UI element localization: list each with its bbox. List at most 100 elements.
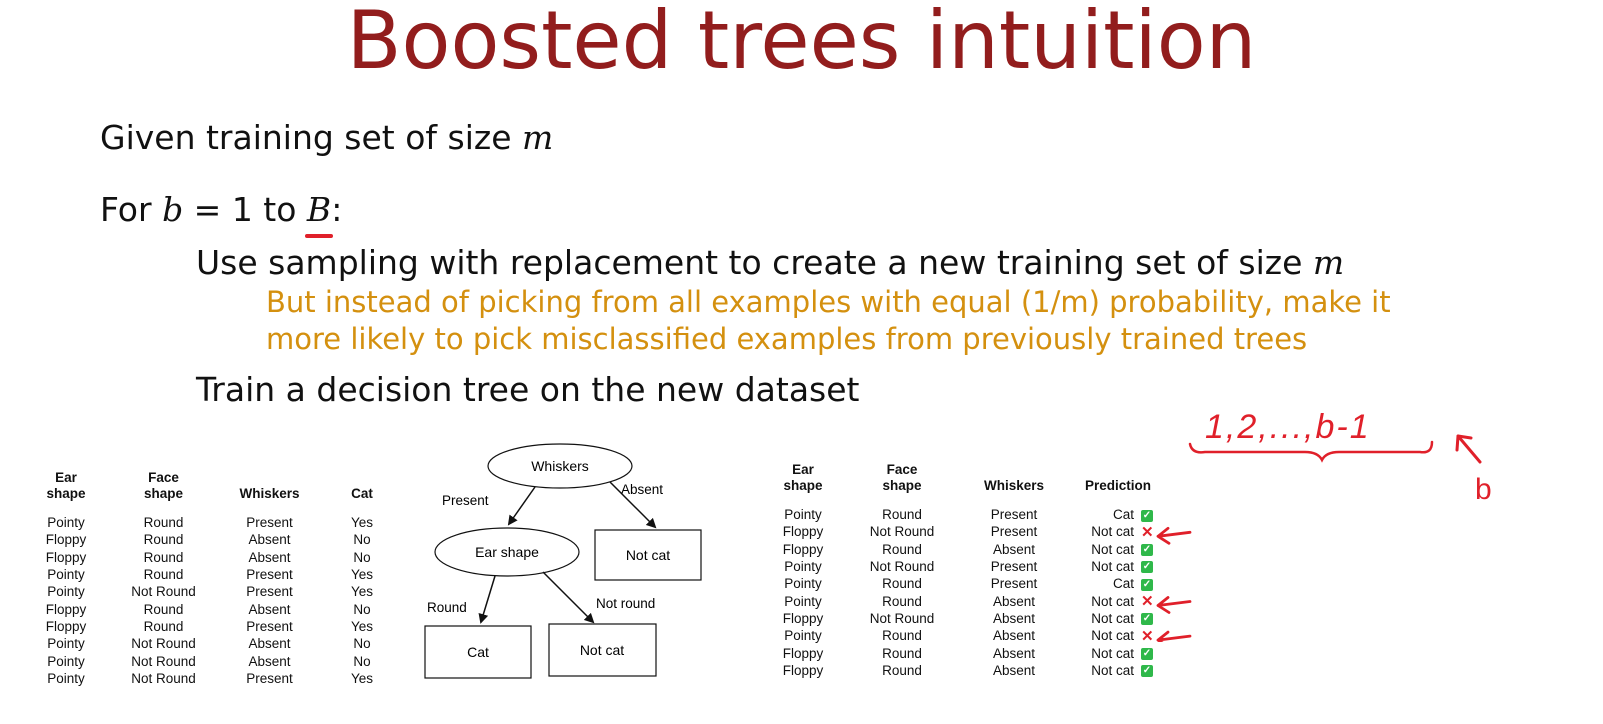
table-row: Pointy Not Round Present Yes xyxy=(22,670,402,687)
orange-line-2: more likely to pick misclassified exampl… xyxy=(266,322,1308,356)
root-node xyxy=(487,443,633,489)
table-cell: Not Round xyxy=(131,584,196,600)
table-cell: Present xyxy=(990,524,1038,540)
ear-shape-node xyxy=(434,527,580,577)
prediction-label: Not cat xyxy=(1091,541,1134,557)
table-cell: Not Round xyxy=(869,524,935,540)
prediction-label: Not cat xyxy=(1091,628,1134,644)
orange-line-1: But instead of picking from all examples… xyxy=(266,285,1391,319)
line-given: Given training set of size m xyxy=(100,118,553,157)
table-cell: Pointy xyxy=(784,576,822,592)
prediction-label: Not cat xyxy=(1091,645,1134,661)
table-cell: Absent xyxy=(992,593,1036,609)
prediction-cell: Not cat✕ xyxy=(1070,627,1166,644)
table-cell: Round xyxy=(143,515,184,531)
table-cell: Absent xyxy=(248,653,291,669)
prediction-cell: Not cat ✓ xyxy=(1070,644,1166,661)
table-cell: Present xyxy=(246,670,293,686)
table-cell: Absent xyxy=(248,601,291,617)
edge-not-round xyxy=(542,571,595,624)
prediction-label: Not cat xyxy=(1091,524,1134,540)
table-cell: Pointy xyxy=(47,636,85,652)
table-cell: Floppy xyxy=(45,601,87,617)
table-cell: Round xyxy=(143,532,184,548)
table-cell: Present xyxy=(990,576,1038,592)
table-cell: Round xyxy=(143,567,184,583)
line-sampling: Use sampling with replacement to create … xyxy=(196,243,1344,282)
prediction-label: Cat xyxy=(1112,507,1134,523)
check-icon: ✓ xyxy=(1141,647,1153,660)
line-sampling-text: Use sampling with replacement to create … xyxy=(196,243,1313,282)
table-cell: Round xyxy=(143,601,184,617)
table-cell: Round xyxy=(882,662,922,678)
table-cell: Round xyxy=(882,593,922,609)
table-cell: Not Round xyxy=(131,636,196,652)
prediction-cell: Not cat✕ xyxy=(1070,523,1166,540)
check-icon: ✓ xyxy=(1141,544,1153,557)
prediction-label: Not cat xyxy=(1091,593,1134,609)
table-cell: Pointy xyxy=(47,584,85,600)
edge-round-label: Round xyxy=(427,600,467,615)
header-whiskers: Whiskers xyxy=(239,486,300,501)
table-cell: Floppy xyxy=(782,541,824,557)
edge-round xyxy=(478,575,496,624)
prediction-label: Cat xyxy=(1112,576,1134,592)
slide-title: Boosted trees intuition xyxy=(346,0,1257,87)
table-cell: Floppy xyxy=(45,549,87,565)
prediction-cell: Cat✓ xyxy=(1070,506,1166,523)
table-cell: Present xyxy=(246,584,293,600)
prediction-label: Not cat xyxy=(1091,662,1134,678)
prediction-cell: Cat ✓ xyxy=(1070,575,1166,592)
var-b: b xyxy=(162,190,184,229)
table-cell: Not Round xyxy=(131,653,196,669)
annotation-arrow-up xyxy=(1455,434,1482,464)
table-row: Floppy Round Absent Not cat ✓ xyxy=(760,662,1166,679)
table-cell: Floppy xyxy=(782,662,824,678)
misclassified-arrow-icon xyxy=(1156,596,1192,614)
ear-shape-node-label: Ear shape xyxy=(475,544,539,560)
leaf-not-cat-absent-label: Not cat xyxy=(626,547,670,563)
table-cell: No xyxy=(353,653,371,669)
handwritten-annotations: 1,2,...,b-1 b xyxy=(1188,408,1492,506)
table-cell: Round xyxy=(882,541,922,557)
table-cell: Pointy xyxy=(47,670,85,686)
table-cell: Yes xyxy=(350,670,374,686)
table-cell: Yes xyxy=(350,567,374,583)
edge-present xyxy=(507,486,536,526)
annotation-b: b xyxy=(1475,473,1492,506)
decision-tree: Whiskers Present Absent Ear shape Not ca… xyxy=(424,443,702,679)
table-cell: Round xyxy=(882,628,922,644)
edge-not-round-label: Not round xyxy=(596,596,655,611)
var-m: m xyxy=(522,118,554,157)
table-cell: Round xyxy=(882,507,922,523)
table-cell: Floppy xyxy=(782,645,824,661)
line-for-loop: For b = 1 to B: xyxy=(100,190,342,238)
table-cell: Round xyxy=(882,576,922,592)
table-cell: Pointy xyxy=(784,593,822,609)
table-cell: Not Round xyxy=(869,559,935,575)
table-cell: Not Round xyxy=(131,670,196,686)
table-cell: Absent xyxy=(992,662,1036,678)
annotation-sequence: 1,2,...,b-1 xyxy=(1205,408,1371,446)
table-cell: Present xyxy=(246,515,293,531)
check-icon: ✓ xyxy=(1141,613,1153,626)
check-icon: ✓ xyxy=(1141,578,1153,591)
check-icon: ✓ xyxy=(1141,665,1153,678)
table-cell: Pointy xyxy=(47,567,85,583)
